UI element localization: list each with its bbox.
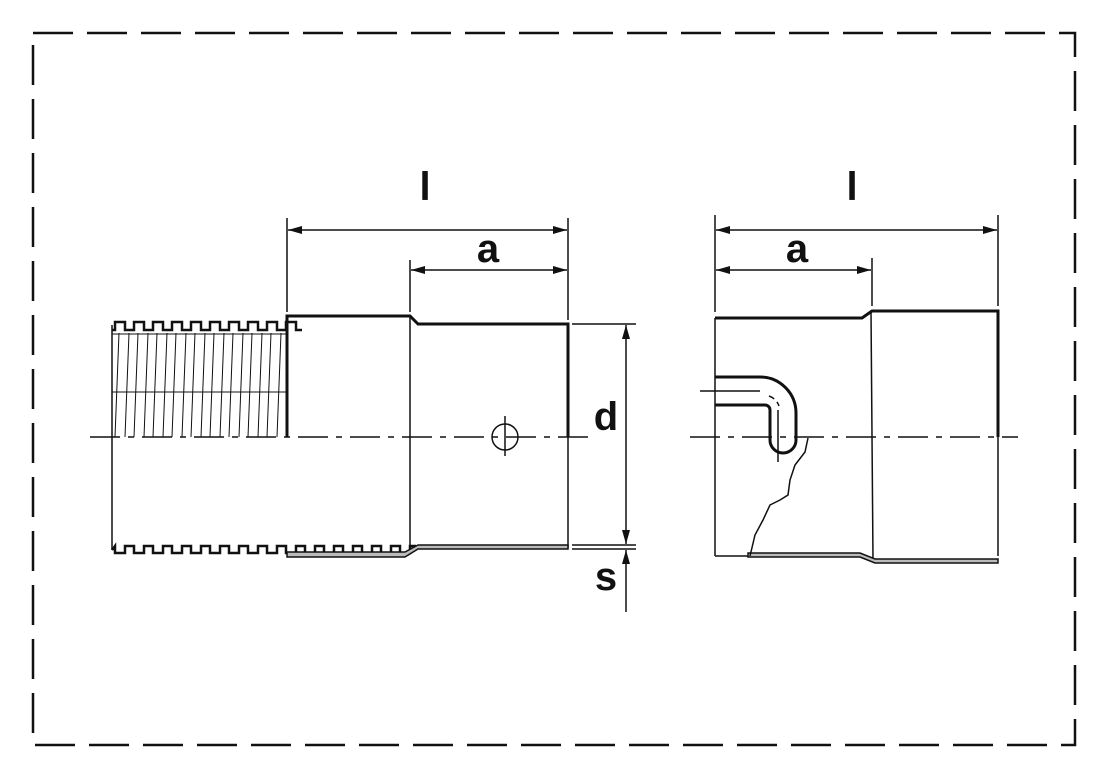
- break-line: [749, 437, 809, 557]
- left-dimensions: l a d s: [286, 165, 636, 612]
- dimension-label-d: d: [594, 395, 618, 439]
- dimension-label-l-right: l: [846, 165, 857, 209]
- left-pipe-assembly: [90, 314, 590, 558]
- corrugated-pipe: [111, 320, 416, 555]
- dimension-label-l: l: [419, 165, 430, 209]
- dimension-label-s: s: [595, 555, 617, 599]
- dimension-label-a-right: a: [786, 227, 809, 271]
- right-dimensions: l a: [714, 165, 999, 312]
- dimension-label-a: a: [477, 227, 500, 271]
- frame-border: [31, 31, 1077, 747]
- elbow-pipe: [715, 375, 798, 455]
- right-pipe-fitting: [690, 309, 1018, 564]
